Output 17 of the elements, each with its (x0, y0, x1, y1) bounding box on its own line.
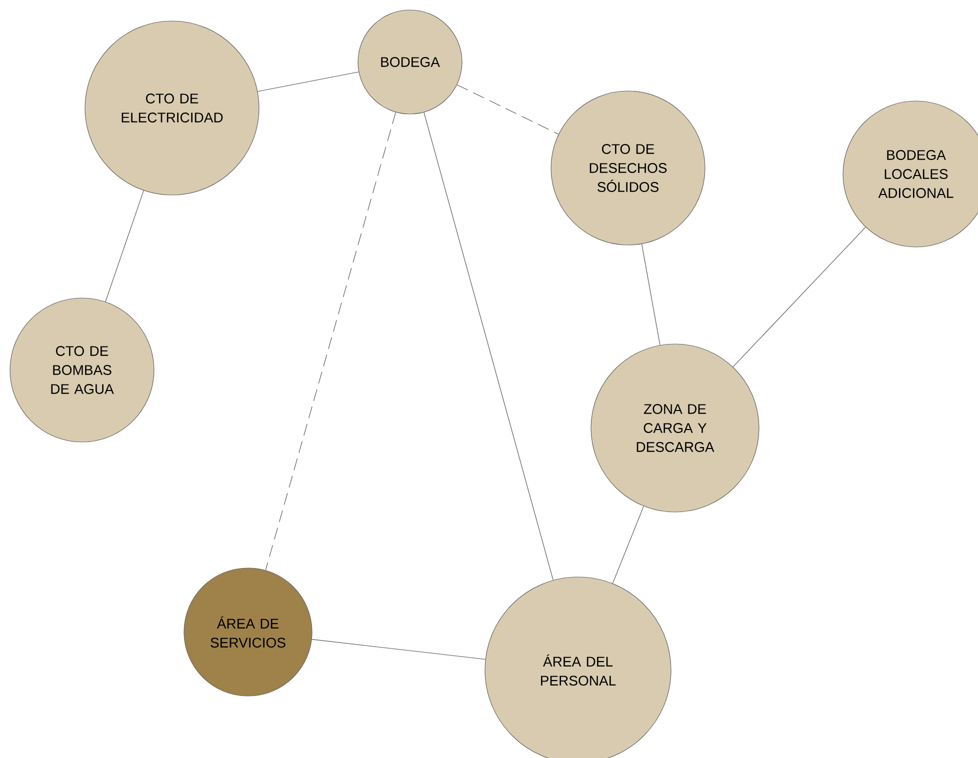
connector-line (312, 639, 486, 660)
circle-node: BODEGA (358, 10, 462, 114)
circle-node: ZONA DE CARGA Y DESCARGA (590, 344, 760, 512)
circle-node: CTO DE BOMBAS DE AGUA (10, 298, 154, 442)
connector-line (257, 72, 359, 92)
connector-line (612, 506, 644, 584)
connector-line (732, 226, 866, 368)
dashed-connector (265, 112, 396, 570)
circle-node: ÁREA DEL PERSONAL (484, 576, 672, 758)
circle-node: BODEGA LOCALES ADICIONAL (842, 100, 978, 248)
circle-node: ÁREA DE SERVICIOS (184, 568, 312, 696)
connector-line (641, 244, 660, 346)
circle-node: CTO DE ELECTRICIDAD (84, 20, 260, 196)
connector-line (105, 190, 144, 302)
connector-line (424, 112, 554, 580)
circle-node: CTO DE DESECHOS SÓLIDOS (550, 90, 706, 246)
dashed-connector (456, 84, 559, 135)
